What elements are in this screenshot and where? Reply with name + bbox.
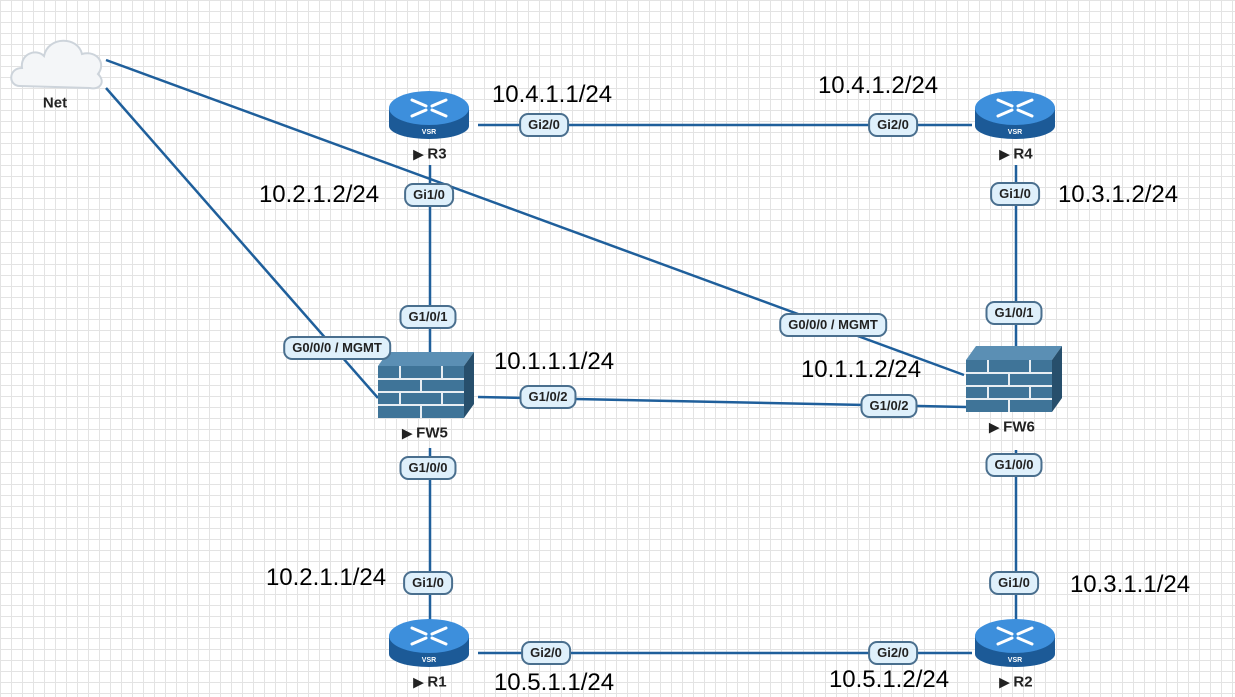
iface-fw5-mgmt-label[interactable]: G0/0/0 / MGMT [283,336,391,360]
iface-fw5-g102-label[interactable]: G1/0/2 [519,385,577,409]
svg-text:VSR: VSR [422,657,436,664]
cloud-icon [10,39,103,90]
iface-fw5-g100-label[interactable]: G1/0/0 [399,456,457,480]
ip-r3-r4-left: 10.4.1.1/24 [491,81,613,108]
ip-fw5-fw6-left: 10.1.1.1/24 [493,348,615,375]
svg-text:VSR: VSR [1008,129,1022,136]
router-r2-name: ▶R2 [999,673,1033,691]
iface-fw6-mgmt-label[interactable]: G0/0/0 / MGMT [779,313,887,337]
iface-r2-gi2-label[interactable]: Gi2/0 [868,641,918,665]
firewall-fw5[interactable] [378,352,474,423]
firewall-fw6-name: ▶FW6 [989,418,1035,436]
ip-r1-fw5: 10.2.1.1/24 [265,564,387,591]
iface-r3-gi2-label[interactable]: Gi2/0 [519,113,569,137]
router-r4-name: ▶R4 [999,145,1033,163]
svg-text:VSR: VSR [422,129,436,136]
firewall-fw6[interactable] [966,346,1062,417]
iface-r4-gi2-label[interactable]: Gi2/0 [868,113,918,137]
firewall-fw5-name: ▶FW5 [402,424,448,442]
svg-text:VSR: VSR [1008,657,1022,664]
ip-fw5-fw6-right: 10.1.1.2/24 [800,356,922,383]
router-icon: VSR [389,91,469,139]
iface-fw6-g100-label[interactable]: G1/0/0 [985,453,1043,477]
net-label: Net [42,94,68,112]
router-icon: VSR [975,91,1055,139]
router-r1-name: ▶R1 [413,673,447,691]
iface-fw6-g101-label[interactable]: G1/0/1 [985,301,1043,325]
ip-r3-r4-right: 10.4.1.2/24 [817,72,939,99]
router-r4[interactable]: VSR [974,88,1056,145]
cloud-net[interactable] [6,30,106,94]
ip-r2-fw6: 10.3.1.1/24 [1069,571,1191,598]
iface-r1-gi2-label[interactable]: Gi2/0 [521,641,571,665]
router-icon: VSR [389,619,469,667]
iface-fw6-g102-label[interactable]: G1/0/2 [860,394,918,418]
router-r3-name: ▶R3 [413,145,447,163]
router-r3[interactable]: VSR [388,88,470,145]
iface-r3-gi1-label[interactable]: Gi1/0 [404,183,454,207]
iface-fw5-g101-label[interactable]: G1/0/1 [399,305,457,329]
ip-r4-fw6: 10.3.1.2/24 [1057,181,1179,208]
ip-r3-fw5: 10.2.1.2/24 [258,181,380,208]
iface-r2-gi1-label[interactable]: Gi1/0 [989,571,1039,595]
iface-r4-gi1-label[interactable]: Gi1/0 [990,182,1040,206]
firewall-icon [378,352,474,418]
router-r2[interactable]: VSR [974,616,1056,673]
router-icon: VSR [975,619,1055,667]
router-r1[interactable]: VSR [388,616,470,673]
iface-r1-gi1-label[interactable]: Gi1/0 [403,571,453,595]
ip-r1-r2-right: 10.5.1.2/24 [828,666,950,693]
firewall-icon [966,346,1062,412]
ip-r1-r2-left: 10.5.1.1/24 [493,669,615,696]
